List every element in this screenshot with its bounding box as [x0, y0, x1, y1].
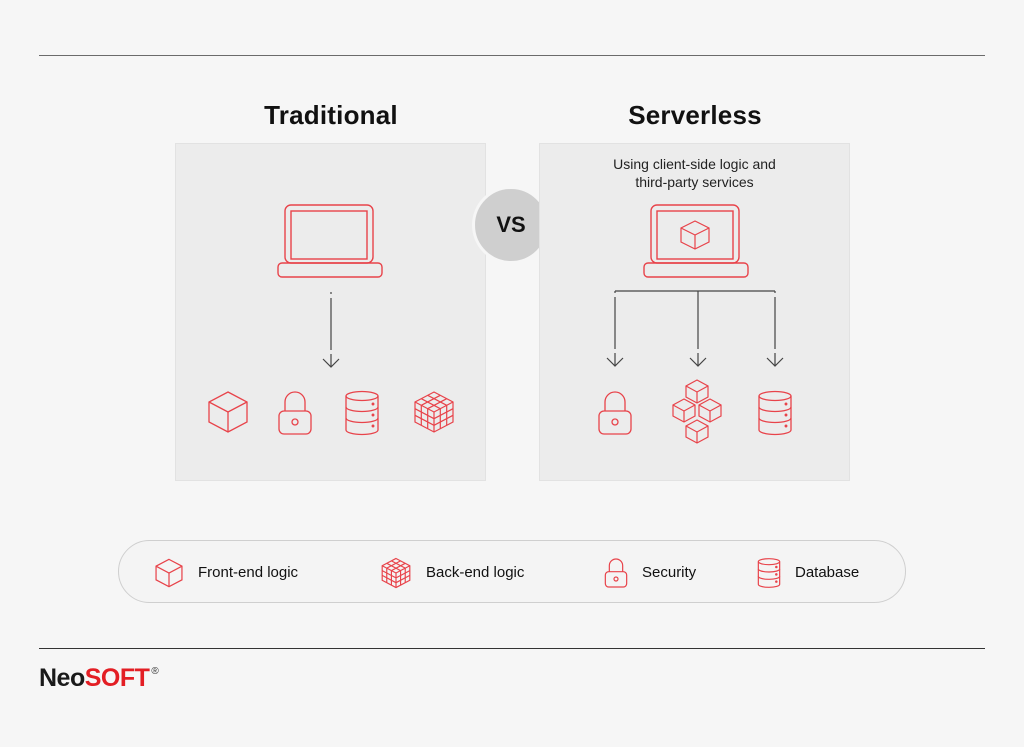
subtitle-line-1: Using client-side logic and — [613, 156, 776, 172]
serverless-heading: Serverless — [628, 100, 762, 130]
legend-label: Security — [642, 564, 697, 581]
legend-item-front-end: Front-end logic — [154, 541, 298, 604]
legend-item-back-end: Back-end logic — [380, 541, 524, 604]
rubik-cube-icon — [412, 390, 456, 434]
neosoft-logo: NeoSOFT® — [39, 664, 159, 693]
lock-icon — [277, 390, 313, 436]
serverless-subtitle: Using client-side logic and third-party … — [540, 155, 849, 191]
top-divider — [39, 55, 985, 56]
logo-neo: Neo — [39, 664, 85, 692]
cube-icon — [154, 558, 184, 588]
rubik-cube-icon — [380, 557, 412, 589]
laptop-with-cube-icon — [643, 203, 749, 279]
serverless-panel: Using client-side logic and third-party … — [539, 143, 850, 481]
legend-label: Front-end logic — [198, 564, 299, 581]
bottom-divider — [39, 648, 985, 649]
legend-label: Database — [795, 564, 860, 581]
legend-item-security: Security — [604, 541, 696, 604]
legend-label: Back-end logic — [426, 564, 525, 581]
database-icon — [757, 390, 793, 436]
lock-icon — [604, 557, 628, 589]
legend-item-database: Database — [757, 541, 859, 604]
down-arrow-icon — [320, 292, 342, 370]
legend: Front-end logic Back-end logic — [118, 540, 906, 603]
lock-icon — [597, 390, 633, 436]
registered-mark: ® — [151, 666, 159, 677]
database-icon — [344, 390, 380, 436]
traditional-panel — [175, 143, 486, 481]
laptop-icon — [277, 203, 383, 279]
vs-badge: VS — [472, 186, 550, 264]
subtitle-line-2: third-party services — [635, 174, 754, 190]
cube-cluster-icon — [671, 379, 723, 445]
branch-arrows-icon — [605, 289, 785, 369]
traditional-heading: Traditional — [264, 100, 398, 130]
logo-soft: SOFT — [84, 664, 150, 692]
database-icon — [757, 557, 781, 589]
cube-icon — [206, 390, 250, 434]
